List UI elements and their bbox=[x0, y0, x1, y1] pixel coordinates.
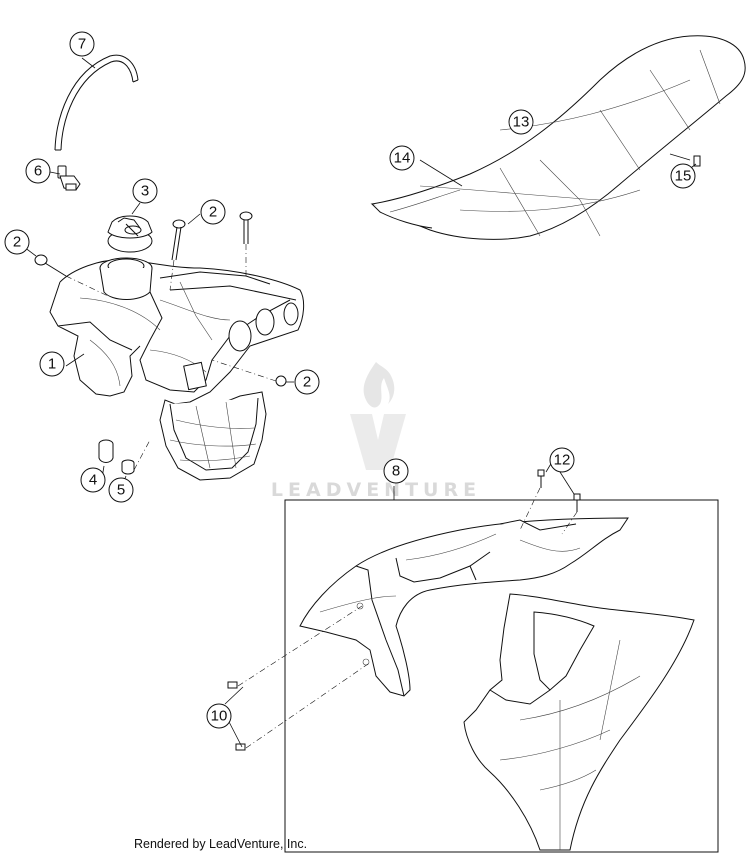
hose-connector bbox=[57, 165, 81, 191]
callout-5: 5 bbox=[117, 482, 125, 499]
callout-3: 3 bbox=[141, 183, 149, 200]
side-number-plate bbox=[463, 593, 695, 851]
leader-10a bbox=[224, 686, 244, 705]
callout-2b-circle bbox=[4, 229, 30, 255]
tank-porthole-3 bbox=[283, 302, 299, 326]
callout-15-circle bbox=[670, 163, 696, 189]
callout-7-circle bbox=[69, 31, 95, 57]
callout-3-circle bbox=[132, 178, 158, 204]
seat bbox=[370, 35, 746, 240]
callout-7: 7 bbox=[78, 36, 86, 53]
callout-6-circle bbox=[25, 158, 51, 184]
filler-cap bbox=[107, 215, 153, 253]
callout-13: 13 bbox=[513, 114, 530, 131]
watermark-v-icon bbox=[350, 414, 406, 470]
seat-screw bbox=[693, 155, 701, 167]
callout-5-circle bbox=[108, 477, 134, 503]
tank-porthole-2 bbox=[255, 308, 275, 336]
leadventure-watermark: LEADVENTURE bbox=[271, 362, 481, 501]
callout-14-circle bbox=[389, 145, 415, 171]
tank-shroud bbox=[299, 517, 629, 697]
callout-6: 6 bbox=[34, 163, 42, 180]
screw-axis-lines bbox=[65, 244, 578, 749]
callout-10-circle bbox=[206, 703, 232, 729]
callout-4: 4 bbox=[89, 472, 97, 489]
fuel-tank bbox=[49, 257, 305, 481]
rubber-spacer bbox=[98, 439, 114, 463]
callout-numbers: 7 6 3 2 2 1 2 4 5 13 14 15 8 12 10 bbox=[13, 36, 692, 725]
callout-14: 14 bbox=[394, 150, 411, 167]
tank-porthole-1 bbox=[228, 320, 252, 352]
breather-hose bbox=[54, 54, 139, 151]
callout-8-circle bbox=[383, 458, 409, 484]
callout-4-circle bbox=[80, 467, 106, 493]
callout-1: 1 bbox=[48, 356, 56, 373]
callout-2c: 2 bbox=[303, 374, 311, 391]
callout-8: 8 bbox=[392, 463, 400, 480]
panel-screws-top bbox=[537, 469, 581, 512]
callout-12: 12 bbox=[554, 452, 571, 469]
callout-bubbles bbox=[4, 31, 696, 729]
callout-12-circle bbox=[549, 447, 575, 473]
collar-nut bbox=[121, 459, 135, 475]
callout-2b: 2 bbox=[13, 234, 21, 251]
callout-2a-circle bbox=[200, 199, 226, 225]
watermark-brand-text: LEADVENTURE bbox=[271, 479, 481, 501]
tank-screws bbox=[34, 211, 287, 387]
callout-2a: 2 bbox=[209, 204, 217, 221]
rendered-by-credit: Rendered by LeadVenture, Inc. bbox=[134, 837, 308, 851]
watermark-flame-icon bbox=[363, 362, 395, 408]
side-panel-box bbox=[284, 499, 719, 853]
callout-13-circle bbox=[508, 109, 534, 135]
callout-10: 10 bbox=[211, 708, 228, 725]
callout-2c-circle bbox=[294, 369, 320, 395]
callout-15: 15 bbox=[675, 168, 692, 185]
callout-1-circle bbox=[39, 351, 65, 377]
